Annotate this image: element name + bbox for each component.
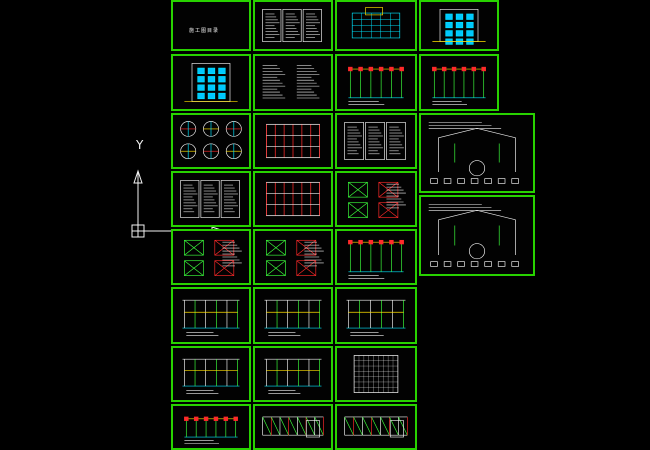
drawing-sheet[interactable]: [253, 171, 333, 227]
ucs-y-label: Y: [136, 138, 144, 152]
sheet-linework: [184, 416, 238, 444]
drawing-sheet[interactable]: [335, 287, 417, 344]
sheet-linework: [346, 299, 406, 336]
sheet-linework: [432, 9, 486, 45]
sheet-linework: [180, 121, 242, 159]
sheet-linework: [348, 239, 404, 279]
sheet-linework: [180, 180, 240, 218]
drawing-sheet[interactable]: [253, 346, 333, 402]
drawing-sheet[interactable]: [419, 113, 535, 193]
sheet-linework: [432, 66, 486, 105]
sheet-linework: [184, 239, 242, 276]
drawing-sheet[interactable]: [253, 287, 333, 344]
sheet-linework: [348, 66, 404, 105]
sheet-linework: [266, 123, 320, 159]
sheet-linework: [344, 122, 406, 160]
drawing-sheet[interactable]: [335, 113, 417, 169]
sheet-linework: [428, 204, 519, 267]
drawing-sheet[interactable]: [253, 54, 333, 111]
drawing-sheet[interactable]: [253, 404, 333, 450]
sheet-linework: [351, 7, 401, 39]
drawing-sheet[interactable]: [171, 404, 251, 450]
drawing-sheet[interactable]: [419, 54, 499, 111]
drawing-sheet[interactable]: [171, 113, 251, 169]
sheet-linework: [353, 355, 399, 393]
sheet-linework: [184, 63, 238, 102]
drawing-sheet[interactable]: [335, 171, 417, 227]
sheet-linework: [262, 65, 320, 99]
sheet-linework: [264, 358, 322, 394]
sheet-linework: [428, 122, 519, 184]
sheet-linework: [182, 358, 240, 394]
drawing-sheet[interactable]: [171, 287, 251, 344]
sheet-linework: [266, 239, 324, 276]
drawing-sheet[interactable]: [171, 346, 251, 402]
drawing-sheet[interactable]: [253, 229, 333, 285]
drawing-sheet[interactable]: [171, 229, 251, 285]
drawing-sheet[interactable]: [171, 54, 251, 111]
drawing-sheet[interactable]: [335, 404, 417, 450]
drawing-sheet[interactable]: [419, 195, 535, 276]
sheet-linework: [348, 181, 406, 218]
sheet-linework: [264, 299, 322, 336]
sheet-linework: [266, 181, 320, 217]
sheet-linework: [182, 299, 240, 336]
drawing-sheet[interactable]: [335, 346, 417, 402]
drawing-sheet[interactable]: [335, 0, 417, 51]
drawing-sheet[interactable]: [335, 229, 417, 285]
drawing-sheet[interactable]: [253, 113, 333, 169]
cover-title: 施工图目录: [189, 28, 220, 34]
sheet-linework: [262, 416, 324, 438]
sheet-linework: [344, 416, 408, 438]
drawing-sheet[interactable]: [335, 54, 417, 111]
sheet-linework: [262, 9, 322, 42]
drawing-sheet[interactable]: [171, 171, 251, 227]
drawing-sheet[interactable]: [419, 0, 499, 51]
cover-sheet[interactable]: 施工图目录: [171, 0, 251, 51]
drawing-sheet[interactable]: [253, 0, 333, 51]
